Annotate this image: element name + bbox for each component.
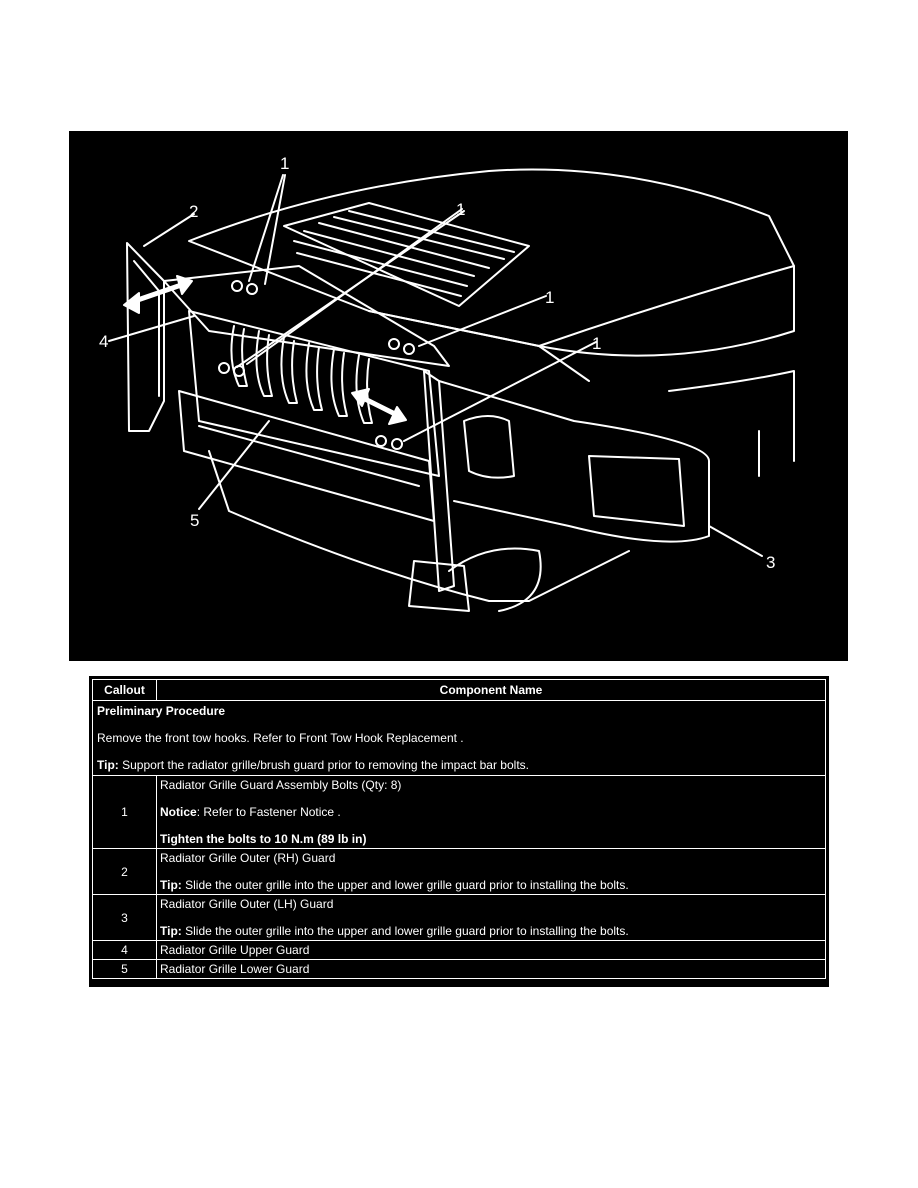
- right-outer-guard: [438, 380, 710, 543]
- tip-label: Tip:: [160, 924, 182, 938]
- component-name: Radiator Grille Upper Guard: [156, 940, 826, 960]
- notice-label: Notice: [160, 805, 197, 819]
- hood-outline: [188, 168, 795, 347]
- preliminary-procedure-row: Preliminary Procedure Remove the front t…: [92, 700, 826, 776]
- table-row: 5 Radiator Grille Lower Guard: [92, 959, 826, 979]
- table-row: 3 Radiator Grille Outer (LH) Guard Tip: …: [92, 894, 826, 941]
- grille-body: [188, 310, 440, 477]
- component-cell: Radiator Grille Outer (RH) Guard Tip: Sl…: [156, 848, 826, 895]
- component-name: Radiator Grille Lower Guard: [156, 959, 826, 979]
- callout-label: 1: [456, 200, 465, 219]
- callout-column-header: Callout: [92, 679, 157, 701]
- callout-label: 1: [592, 334, 601, 353]
- callout-label: 1: [280, 154, 289, 173]
- preliminary-procedure-cell: Preliminary Procedure Remove the front t…: [92, 700, 826, 776]
- callout-cell: 1: [92, 775, 157, 849]
- tip-line: Tip: Slide the outer grille into the upp…: [160, 878, 822, 892]
- component-name: Radiator Grille Guard Assembly Bolts (Qt…: [160, 778, 402, 792]
- table-row: 2 Radiator Grille Outer (RH) Guard Tip: …: [92, 848, 826, 895]
- component-cell: Radiator Grille Guard Assembly Bolts (Qt…: [156, 775, 826, 849]
- upper-guard: [163, 265, 450, 367]
- component-name: Radiator Grille Outer (RH) Guard: [160, 851, 336, 865]
- component-name: Radiator Grille Outer (LH) Guard: [160, 897, 334, 911]
- component-cell: Radiator Grille Outer (LH) Guard Tip: Sl…: [156, 894, 826, 941]
- notice-text: : Refer to Fastener Notice .: [196, 805, 341, 819]
- callout-cell: 3: [92, 894, 157, 941]
- tip-text: Slide the outer grille into the upper an…: [181, 878, 629, 892]
- callout-label: 1: [545, 288, 554, 307]
- callout-label: 2: [189, 202, 198, 221]
- callout-cell: 2: [92, 848, 157, 895]
- table-row: 1 Radiator Grille Guard Assembly Bolts (…: [92, 775, 826, 849]
- callout-cell: 4: [92, 940, 157, 960]
- tip-label: Tip:: [160, 878, 182, 892]
- torque-spec: Tighten the bolts to 10 N.m (89 lb in): [160, 832, 367, 846]
- callout-label: 5: [190, 511, 199, 530]
- callout-label: 3: [766, 553, 775, 572]
- component-table-frame: Callout Component Name Preliminary Proce…: [89, 676, 829, 987]
- table-header-row: Callout Component Name: [92, 679, 826, 701]
- notice-line: Notice: Refer to Fastener Notice .: [160, 805, 822, 819]
- preliminary-tip: Tip: Support the radiator grille/brush g…: [97, 758, 821, 772]
- callout-cell: 5: [92, 959, 157, 979]
- grille-guard-illustration: 1 1 1 1 2 3 4 5: [69, 131, 848, 661]
- tip-label: Tip:: [97, 758, 119, 772]
- hood-vent: [283, 202, 530, 307]
- component-name-column-header: Component Name: [156, 679, 826, 701]
- left-outer-guard: [126, 242, 165, 432]
- tip-text: Support the radiator grille/brush guard …: [118, 758, 529, 772]
- preliminary-heading: Preliminary Procedure: [97, 704, 226, 718]
- component-table: Callout Component Name Preliminary Proce…: [92, 679, 826, 979]
- table-row: 4 Radiator Grille Upper Guard: [92, 940, 826, 960]
- callout-label: 4: [99, 332, 108, 351]
- preliminary-step: Remove the front tow hooks. Refer to Fro…: [97, 731, 464, 745]
- tip-line: Tip: Slide the outer grille into the upp…: [160, 924, 822, 938]
- tip-text: Slide the outer grille into the upper an…: [181, 924, 629, 938]
